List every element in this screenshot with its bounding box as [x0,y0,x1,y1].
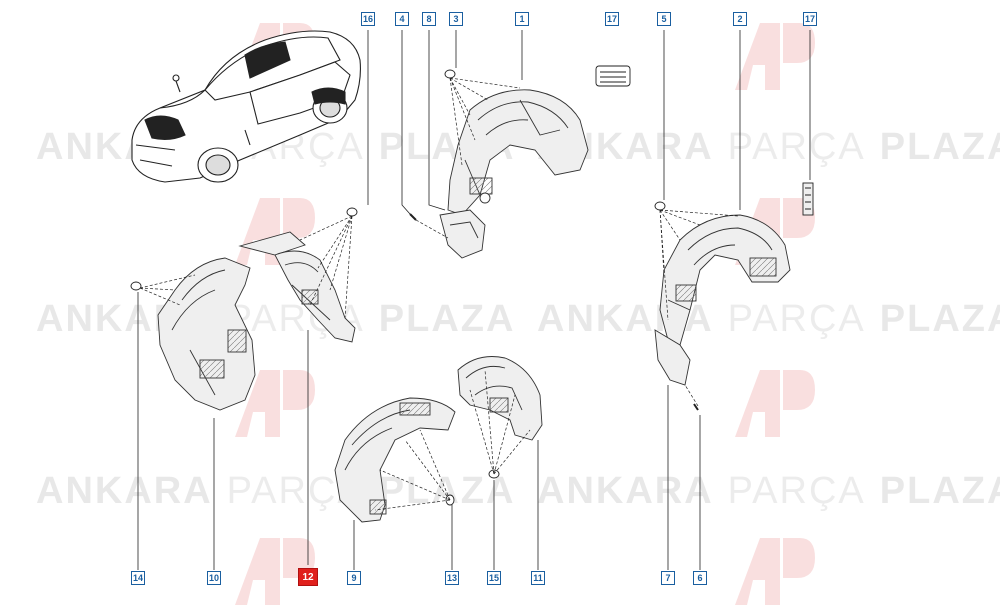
callout-label: 11 [533,573,543,583]
callout-label: 3 [453,14,459,24]
dashed-leaders [139,77,739,511]
callout-15: 15 [487,571,501,585]
callout-16: 16 [361,12,375,26]
part-17-clip [595,65,631,87]
part-12-liner-insert [238,231,356,343]
part-17-strip [802,182,814,216]
callout-17-strip: 17 [803,12,817,26]
callout-2: 2 [733,12,747,26]
callout-label: 4 [399,14,405,24]
callout-12: 12 [298,568,318,586]
callout-3: 3 [449,12,463,26]
callout-8: 8 [422,12,436,26]
part-2-wheel-arch-liner [654,214,791,386]
callout-label: 16 [362,14,373,24]
callout-1: 1 [515,12,529,26]
callout-label: 10 [208,573,219,583]
callout-5: 5 [657,12,671,26]
clip-5 [654,201,666,211]
clip-16 [346,207,358,217]
part-8-bracket [439,209,486,259]
callout-14: 14 [131,571,145,585]
clip-3 [444,69,456,79]
callout-label: 17 [804,14,815,24]
part-10-wheel-arch-liner [157,257,256,411]
callout-label: 1 [519,14,525,24]
callout-label: 5 [661,14,667,24]
callout-9: 9 [347,571,361,585]
callout-label: 9 [351,573,357,583]
screw-4 [409,213,417,221]
car-illustration [131,30,361,183]
callout-label: 12 [302,571,314,583]
callout-label: 6 [697,573,703,583]
callout-17-clip: 17 [605,12,619,26]
part-9-wheel-arch-liner [334,397,456,523]
leader-lines [137,30,811,570]
part-11-wheel-arch-liner [457,356,543,441]
callout-11: 11 [531,571,545,585]
screw-6 [693,403,699,411]
callout-10: 10 [207,571,221,585]
callout-label: 7 [665,573,671,583]
clip-14 [130,281,142,291]
callout-label: 2 [737,14,743,24]
part-1-wheel-arch-liner [447,89,589,216]
callout-label: 14 [132,573,143,583]
callout-13: 13 [445,571,459,585]
fasteners [130,69,699,506]
callout-label: 13 [446,573,457,583]
callout-label: 17 [606,14,617,24]
callout-label: 15 [488,573,499,583]
callout-4: 4 [395,12,409,26]
callout-6: 6 [693,571,707,585]
callout-7: 7 [661,571,675,585]
callout-label: 8 [426,14,432,24]
